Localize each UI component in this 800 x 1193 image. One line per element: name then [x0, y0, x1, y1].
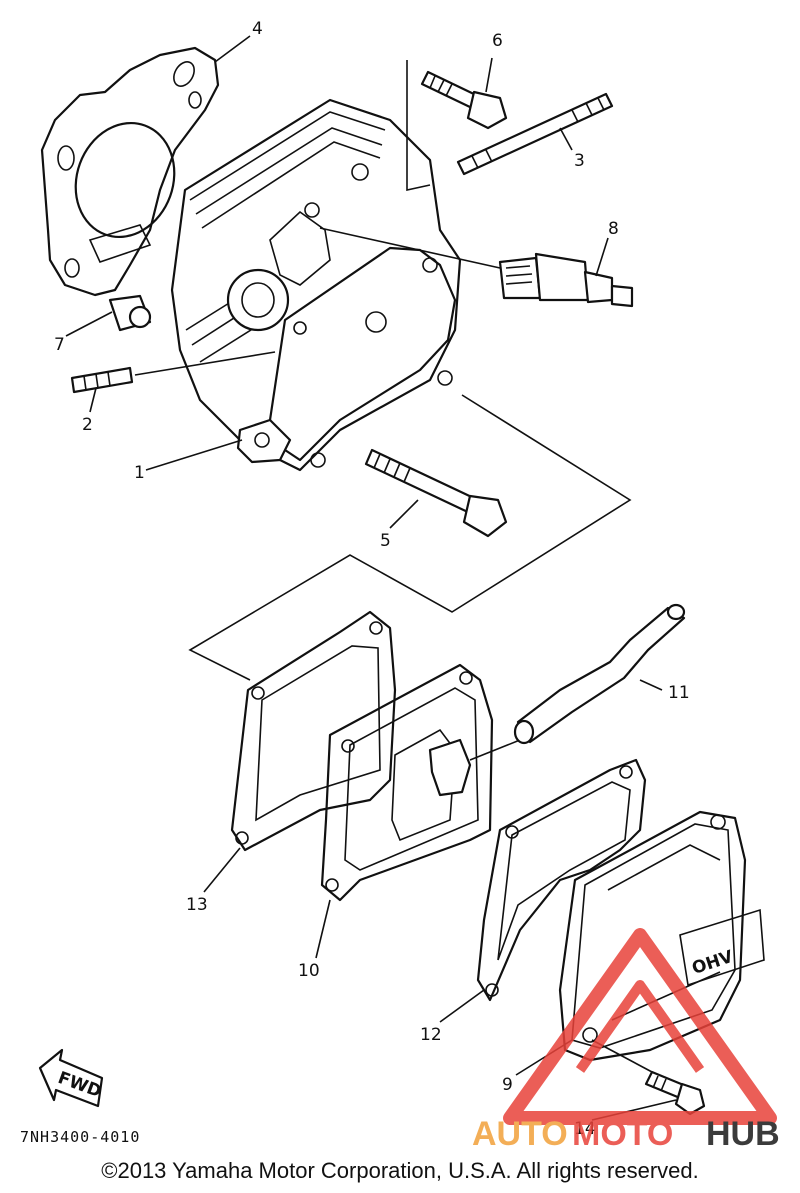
bolt-part-6 — [420, 70, 508, 130]
dowel-pin-part — [108, 294, 152, 332]
callout-6: 6 — [492, 31, 503, 51]
callout-5: 5 — [380, 531, 391, 551]
svg-text:MOTO: MOTO — [572, 1115, 673, 1153]
bolt-part-5 — [364, 448, 508, 538]
callout-1: 1 — [134, 463, 145, 483]
cover-marking-label: OHV — [690, 947, 737, 979]
automotohub-watermark-logo: AUTO MOTO HUB — [472, 928, 780, 1153]
cover-gasket-part-12 — [476, 758, 647, 1002]
spark-plug-part — [498, 252, 634, 308]
valve-cover-part — [558, 810, 765, 1062]
head-gasket-part — [40, 46, 220, 297]
callout-2: 2 — [82, 415, 93, 435]
leader-lines-upper — [134, 60, 632, 681]
callout-3: 3 — [574, 151, 585, 171]
cover-gasket-part-13 — [230, 610, 397, 852]
callout-8: 8 — [608, 219, 619, 239]
bolt-part-14 — [644, 1070, 706, 1116]
drawing-code: 7NH3400-4010 — [20, 1128, 140, 1146]
forward-direction-arrow-icon — [38, 1048, 104, 1108]
svg-text:HUB: HUB — [706, 1115, 780, 1153]
callout-13: 13 — [186, 895, 208, 915]
stud-part-2 — [70, 366, 134, 394]
breather-hose-part — [513, 603, 686, 745]
forward-direction-label: FWD — [55, 1068, 104, 1102]
copyright-notice: ©2013 Yamaha Motor Corporation, U.S.A. A… — [101, 1158, 699, 1183]
callout-12: 12 — [420, 1025, 442, 1045]
stud-bolt-part — [456, 92, 614, 176]
callout-7: 7 — [54, 335, 65, 355]
callout-11: 11 — [668, 683, 690, 703]
callout-10: 10 — [298, 961, 320, 981]
breather-plate-part — [320, 663, 521, 902]
svg-text:AUTO: AUTO — [472, 1115, 568, 1153]
callout-4: 4 — [252, 19, 263, 39]
cylinder-head-part — [170, 98, 462, 472]
callout-9: 9 — [502, 1075, 513, 1095]
